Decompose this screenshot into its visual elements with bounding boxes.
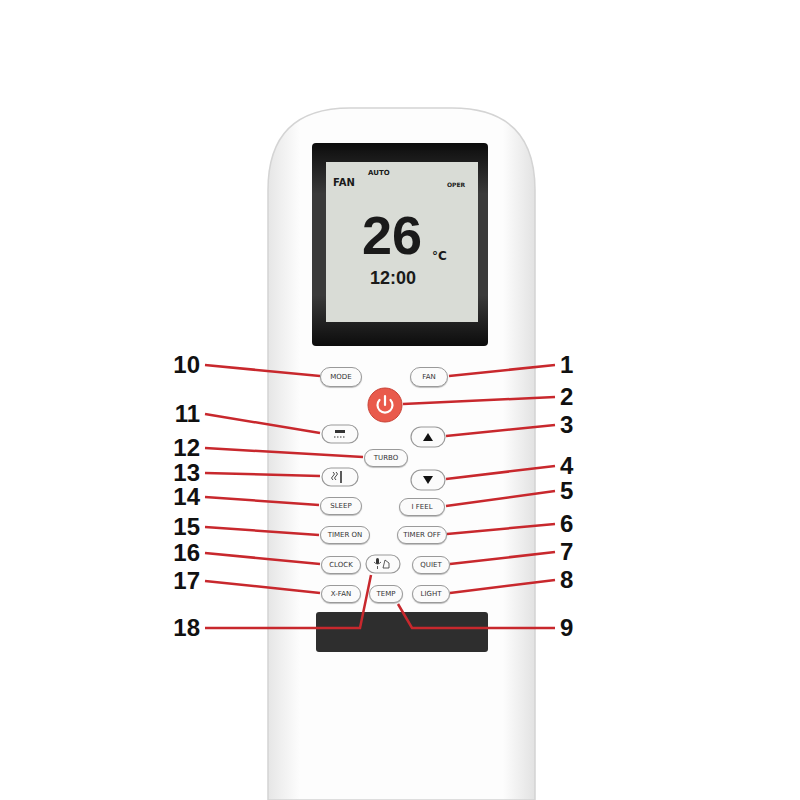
lcd-text: °C [432, 250, 447, 262]
button-label: TIMER ON [328, 532, 363, 539]
button-label: X-FAN [331, 591, 351, 598]
button-label: FAN [422, 374, 435, 381]
callout-number: 5 [560, 479, 573, 503]
airflow-button [322, 468, 358, 486]
callout-number: 1 [560, 353, 573, 377]
callout-number: 16 [173, 541, 200, 565]
lcd-text: 12:00 [370, 269, 416, 287]
up-button [411, 427, 445, 447]
button-label: TIMER OFF [403, 532, 440, 539]
button-label: QUIET [420, 562, 441, 569]
callout-number: 14 [173, 485, 200, 509]
down-button [411, 470, 445, 490]
button-label: TEMP [377, 591, 396, 598]
lcd-text: 26 [362, 208, 422, 262]
callout-number: 9 [560, 616, 573, 640]
lcd-text: AUTO [368, 170, 390, 177]
ir-window [316, 612, 488, 652]
remote-button: MODE [320, 367, 362, 387]
button-label: TURBO [374, 455, 398, 462]
voice-button [366, 555, 400, 573]
power-button [368, 388, 402, 422]
callout-number: 15 [173, 515, 200, 539]
remote-button: TIMER ON [320, 526, 370, 544]
button-label: MODE [330, 374, 351, 381]
callout-number: 2 [560, 385, 573, 409]
button-label: CLOCK [329, 562, 353, 569]
remote-button: QUIET [412, 556, 450, 574]
callout-number: 13 [173, 461, 200, 485]
callout-number: 3 [560, 413, 573, 437]
callout-number: 17 [173, 569, 200, 593]
callout-number: 12 [173, 436, 200, 460]
callout-number: 6 [560, 512, 573, 536]
button-label: SLEEP [330, 503, 351, 510]
remote-button: SLEEP [320, 497, 362, 515]
remote-button: TURBO [364, 449, 408, 467]
callout-number: 7 [560, 540, 573, 564]
lcd-screen: FAN AUTO OPER 26 °C 12:00 [326, 162, 478, 322]
lcd-text: FAN [333, 178, 355, 188]
remote-button: FAN [410, 367, 448, 387]
button-label: I FEEL [411, 504, 432, 511]
callout-number: 8 [560, 568, 573, 592]
button-label: LIGHT [421, 591, 442, 598]
callout-number: 11 [175, 402, 200, 426]
callout-number: 10 [173, 353, 200, 377]
remote-button: X-FAN [321, 585, 361, 603]
remote-button: I FEEL [399, 498, 445, 516]
leader-line [205, 365, 555, 628]
remote-button: TIMER OFF [397, 526, 447, 544]
callout-number: 18 [173, 616, 200, 640]
remote-button: LIGHT [412, 585, 450, 603]
callout-number: 4 [560, 454, 573, 478]
lcd-text: OPER [447, 182, 465, 188]
remote-button: TEMP [369, 585, 403, 603]
swing-button [322, 425, 358, 443]
lcd-frame [312, 143, 488, 346]
remote-button: CLOCK [321, 556, 361, 574]
